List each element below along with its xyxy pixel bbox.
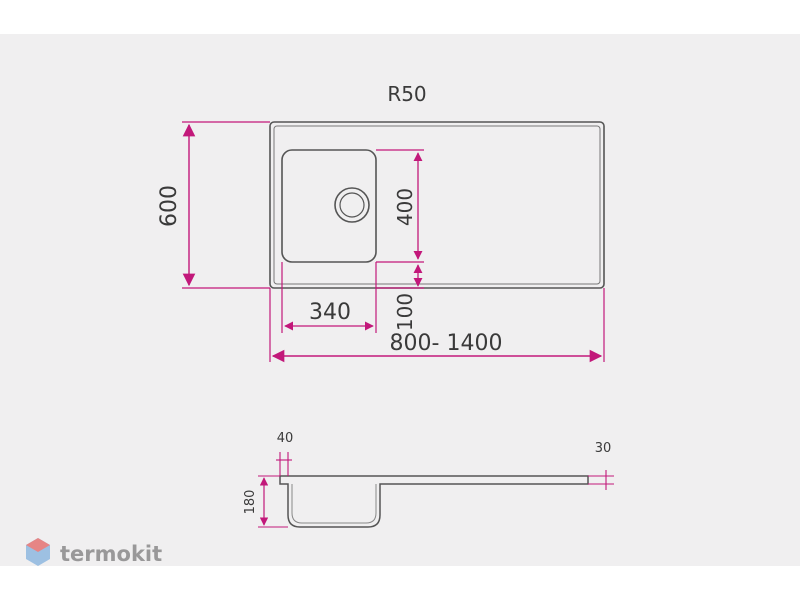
bowl-depth-label: 400 — [393, 188, 417, 226]
rim-label: 40 — [277, 431, 294, 446]
radius-label: R50 — [387, 82, 426, 106]
drain-inner-circle — [339, 192, 365, 218]
thickness-label: 30 — [595, 441, 612, 456]
side-view: 40 30 180 — [243, 431, 614, 528]
side-profile-inner — [291, 484, 377, 524]
logo-text: termokit — [60, 542, 162, 566]
bowl-height-label: 180 — [243, 490, 258, 515]
bowl-width-label: 340 — [309, 300, 351, 325]
offset-label: 100 — [393, 293, 417, 331]
sink-inner-outline — [273, 125, 601, 285]
length-label: 800- 1400 — [390, 331, 503, 356]
depth-label: 600 — [157, 185, 182, 227]
drain-outer-circle — [334, 187, 370, 223]
side-profile-outline — [279, 475, 589, 528]
top-view: R50 600 400 100 340 800- 1400 — [157, 82, 605, 363]
bowl-outline — [281, 149, 377, 263]
logo-hexagon-top-icon — [26, 538, 50, 552]
termokit-logo: termokit — [26, 538, 162, 566]
sink-outer-outline — [269, 121, 605, 289]
